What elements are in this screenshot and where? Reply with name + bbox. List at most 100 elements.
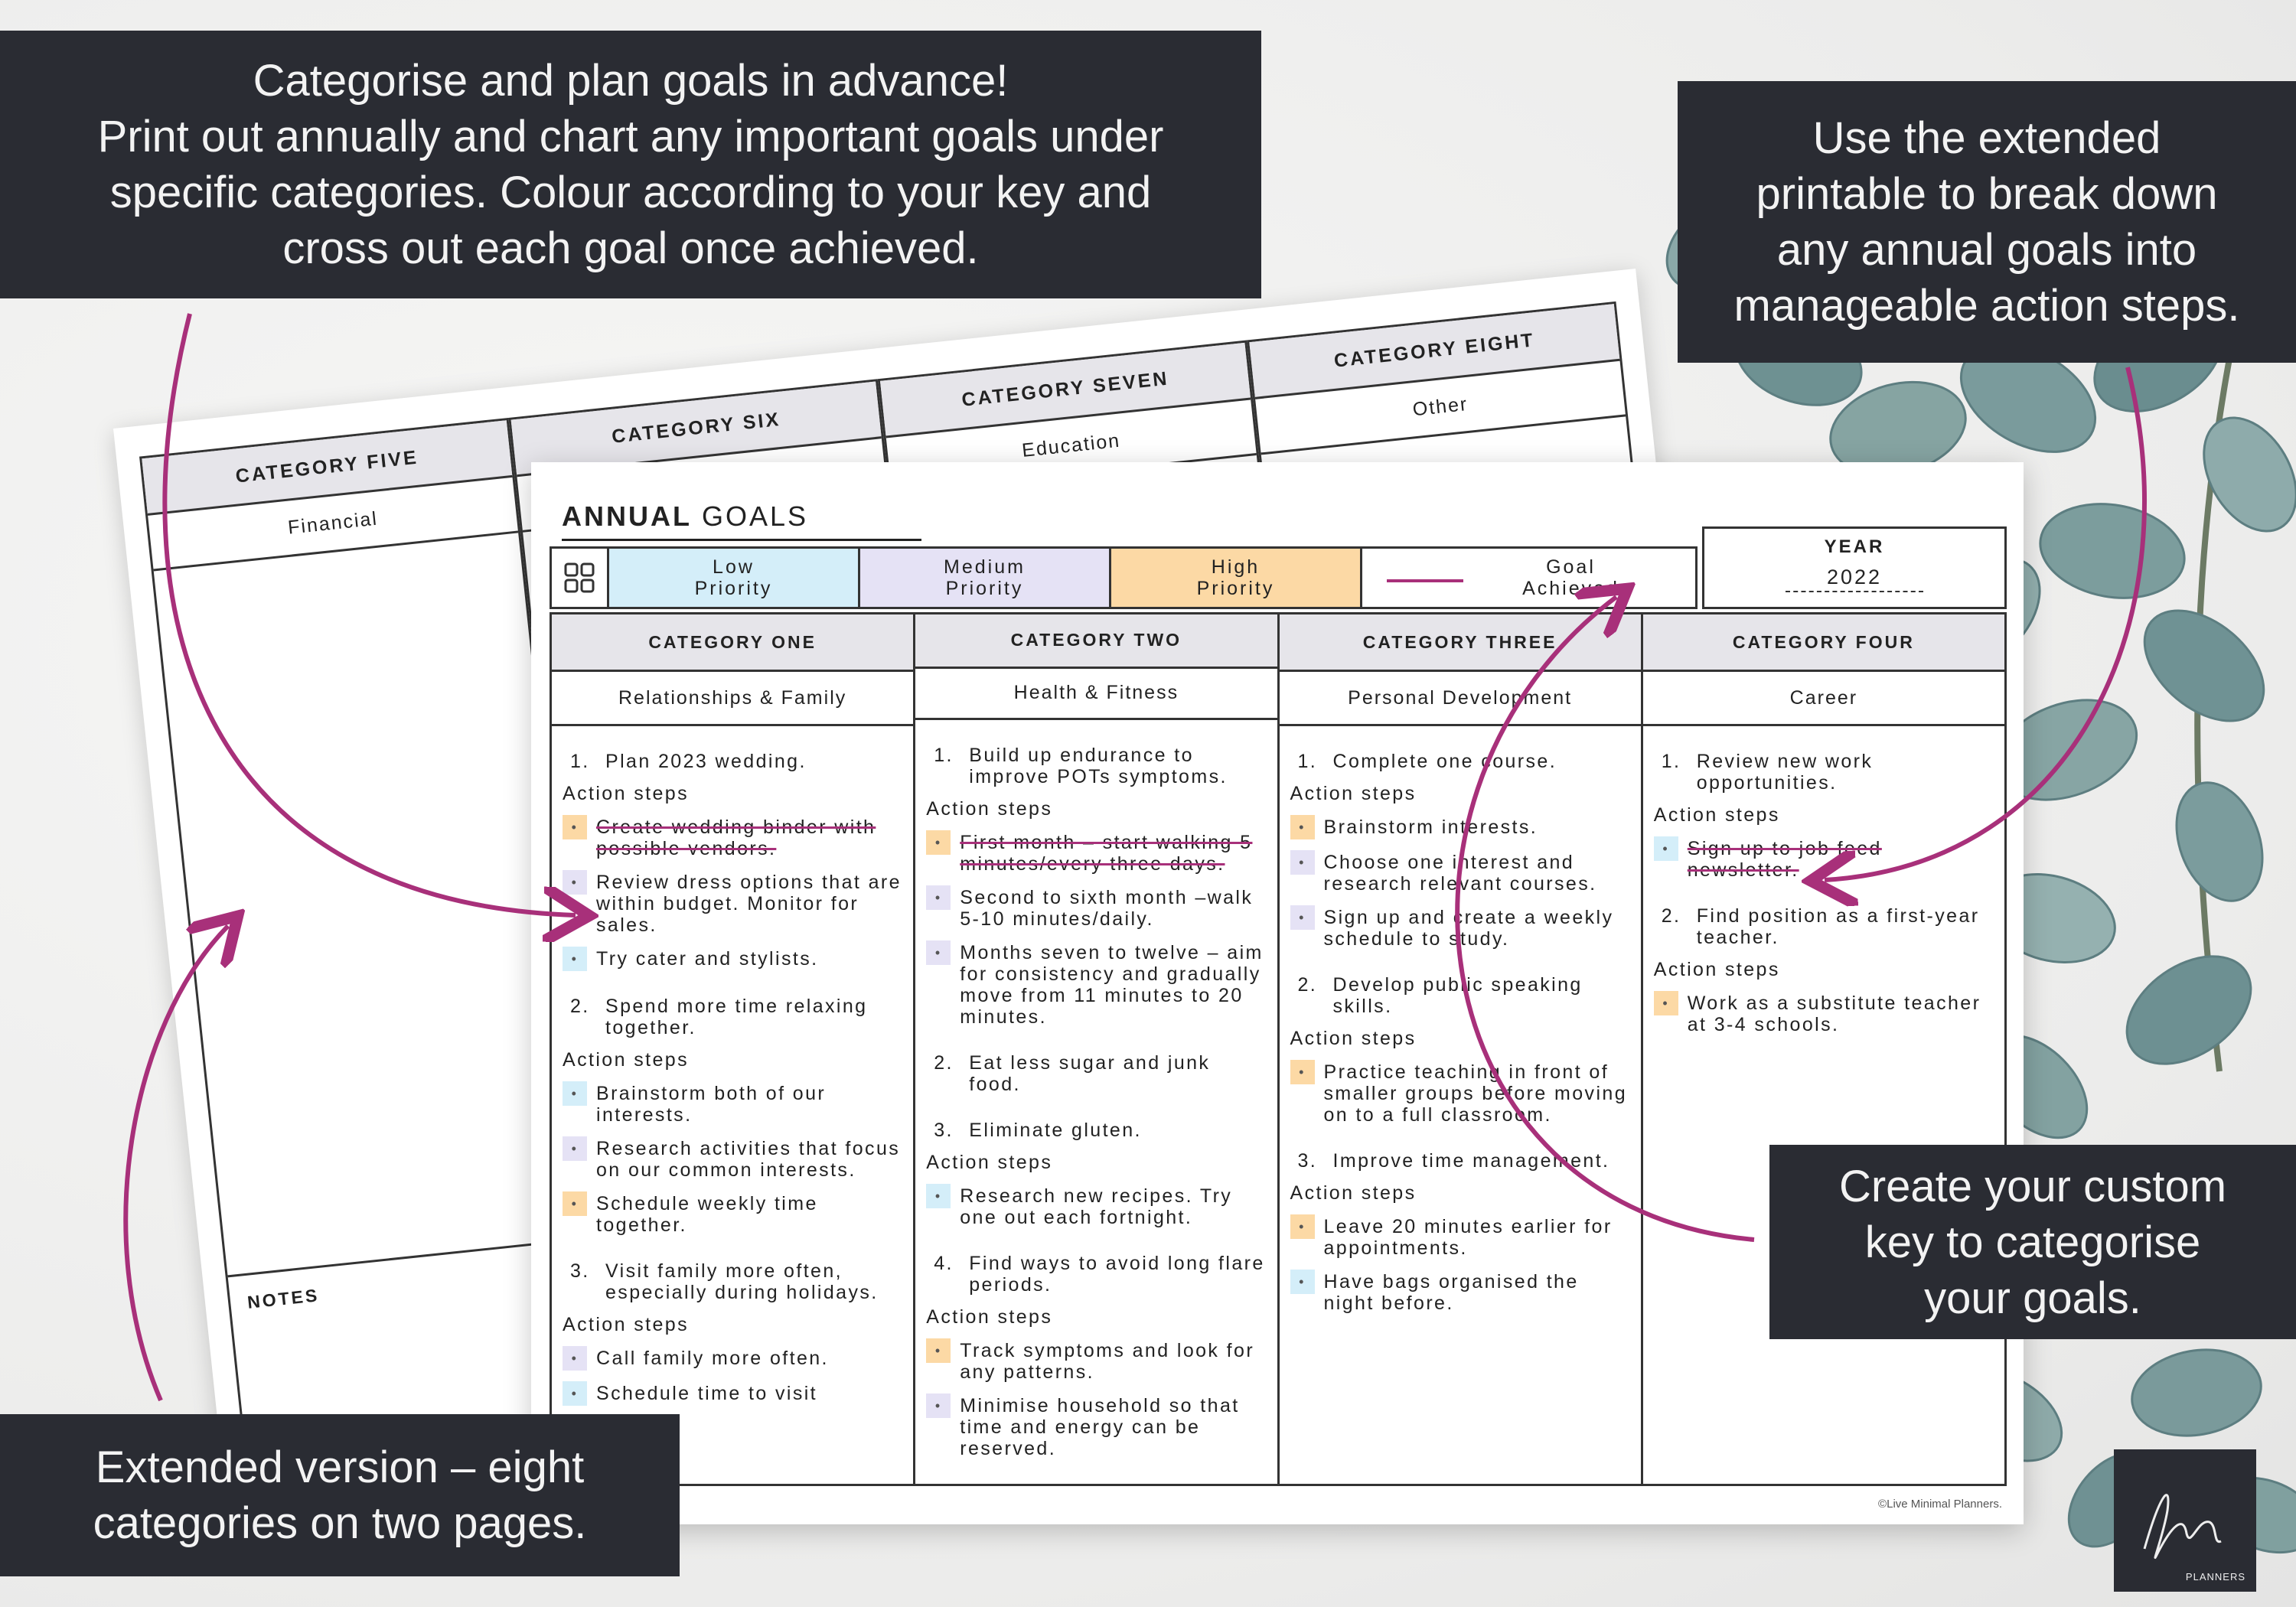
year-underline: [1786, 591, 1923, 592]
goal-block: 1.Complete one course.Action steps•Brain…: [1290, 751, 1630, 950]
category-subtitle: Career: [1642, 672, 2004, 726]
annual-goals-sheet: ANNUAL GOALS Low Priority Medium Priorit…: [531, 462, 2024, 1524]
goal-number: 1.: [570, 751, 590, 772]
goal-text: Find position as a first-year teacher.: [1696, 905, 1980, 948]
signature-icon: [2143, 1494, 2222, 1560]
priority-marker-icon: •: [563, 1191, 587, 1216]
key-goal-achieved: Goal Achieved: [1362, 549, 1695, 607]
category-header: CATEGORY FOUR: [1642, 614, 2004, 672]
goal-item: 2.Spend more time relaxing together.: [563, 996, 902, 1038]
action-step: •First month – start walking 5 minutes/e…: [926, 830, 1266, 875]
action-step: •Review dress options that are within bu…: [563, 870, 902, 936]
year-value: 2022: [1826, 566, 1883, 588]
action-step-text: Schedule time to visit: [596, 1383, 818, 1404]
category-header: CATEGORY TWO: [915, 614, 1277, 669]
priority-marker-icon: •: [1290, 815, 1315, 839]
priority-marker-icon: •: [563, 1381, 587, 1406]
goal-text: Visit family more often, especially duri…: [605, 1260, 879, 1303]
goal-number: 3.: [1297, 1150, 1318, 1172]
category-body: 1. Plan 2023 wedding. Action steps •Create …: [552, 726, 913, 1430]
action-step: •Work as a substitute teacher at 3-4 sch…: [1653, 991, 1994, 1035]
goal-item: 2.Find position as a first-year teacher.: [1654, 905, 1994, 948]
action-step: • Minimise household so that time and ene…: [926, 1393, 1266, 1459]
brand-logo: PLANNERS: [2114, 1449, 2256, 1592]
action-step-text: Track symptoms and look for any patterns…: [960, 1340, 1255, 1383]
priority-marker-icon: •: [563, 1346, 587, 1371]
goal-block: 3.Improve time management.Action steps•L…: [1290, 1150, 1630, 1314]
action-step: •Schedule weekly time together.: [563, 1191, 902, 1236]
goal-number: 2.: [1297, 974, 1318, 996]
key-medium-priority: Medium Priority: [860, 549, 1111, 607]
priority-marker-icon: •: [926, 885, 951, 910]
key-goal-label: Goal Achieved: [1522, 556, 1619, 599]
key-high-priority: High Priority: [1111, 549, 1362, 607]
priority-marker-icon: •: [1653, 836, 1678, 861]
goal-block: 1.Review new work opportunities.Action s…: [1653, 751, 1994, 881]
goal-item: 2.Eat less sugar and junk food.: [926, 1052, 1266, 1095]
goal-number: 1.: [1661, 751, 1681, 772]
callout-categorise: Categorise and plan goals in advance! Pr…: [0, 31, 1261, 298]
copyright: ©Live Minimal Planners.: [1878, 1498, 2002, 1511]
goal-block: 1.Build up endurance to improve POTs sym…: [926, 745, 1266, 1028]
goal-item: 1. Review new work opportunities.: [1654, 751, 1994, 794]
goal-text: Eliminate gluten.: [969, 1120, 1142, 1141]
sheet-title: ANNUAL GOALS: [562, 500, 808, 533]
action-step: •Research activities that focus on our c…: [563, 1136, 902, 1181]
category-subtitle: Relationships & Family: [552, 672, 914, 726]
action-step: •Brainstorm both of our interests.: [563, 1081, 902, 1126]
goal-text: Eat less sugar and junk food.: [969, 1052, 1211, 1095]
action-step: •Leave 20 minutes earlier for appointmen…: [1290, 1214, 1630, 1259]
priority-marker-icon: •: [926, 830, 951, 855]
priority-key: Low Priority Medium Priority High Priori…: [550, 546, 1698, 609]
action-step-text: Sign up to job feed newsletter.: [1687, 838, 1882, 881]
action-step-text: Brainstorm interests.: [1323, 817, 1538, 838]
action-step: • Brainstorm interests.: [1290, 815, 1630, 839]
callout-extended-printable: Use the extended printable to break down…: [1678, 81, 2296, 363]
goal-item: 3.Eliminate gluten.: [926, 1120, 1266, 1141]
priority-marker-icon: •: [1290, 850, 1315, 875]
priority-marker-icon: •: [926, 1338, 951, 1363]
category-body: 1.Build up endurance to improve POTs sym…: [915, 720, 1277, 1484]
action-steps-label: Action steps: [563, 1314, 689, 1335]
action-step-text: Have bags organised the night before.: [1323, 1271, 1579, 1314]
goal-block: 1. Plan 2023 wedding. Action steps •Create …: [563, 751, 902, 971]
goal-block: 2.Develop public speaking skills. Action …: [1290, 974, 1630, 1126]
action-step: •Call family more often.: [563, 1346, 902, 1371]
priority-marker-icon: •: [926, 1184, 951, 1208]
goal-number: 1.: [1297, 751, 1318, 772]
category-body: 1.Complete one course.Action steps•Brain…: [1280, 726, 1641, 1338]
action-step-text: Minimise household so that time and ener…: [960, 1395, 1240, 1459]
action-step: •Try cater and stylists.: [563, 947, 902, 971]
title-bold: ANNUAL: [562, 500, 692, 532]
goal-item: 2.Develop public speaking skills.: [1290, 974, 1630, 1017]
action-step: •Practice teaching in front of smaller g…: [1290, 1060, 1630, 1126]
action-step: • Sign up to job feed newsletter.: [1653, 836, 1994, 881]
goal-item: 1. Plan 2023 wedding.: [563, 751, 902, 772]
goal-item: 3.Improve time management.: [1290, 1150, 1630, 1172]
title-rest: GOALS: [691, 500, 809, 532]
goal-block: 3.Visit family more often, especially du…: [563, 1260, 902, 1406]
year-label: YEAR: [1824, 536, 1885, 557]
goal-text: Find ways to avoid long flare periods.: [969, 1253, 1265, 1296]
action-step-text: Months seven to twelve – aim for consist…: [960, 942, 1264, 1028]
action-steps-label: Action steps: [563, 783, 689, 804]
priority-marker-icon: •: [926, 1393, 951, 1418]
priority-marker-icon: •: [563, 815, 587, 839]
action-step-text: Brainstorm both of our interests.: [596, 1083, 827, 1126]
priority-marker-icon: •: [1653, 991, 1678, 1015]
logo-text: PLANNERS: [2185, 1571, 2245, 1583]
goal-text: Review new work opportunities.: [1696, 751, 1874, 794]
action-steps-label: Action steps: [1290, 1028, 1417, 1049]
key-low-priority: Low Priority: [609, 549, 860, 607]
action-step: •Create wedding binder with possible ven…: [563, 815, 902, 859]
goal-item: 4.Find ways to avoid long flare periods.: [926, 1253, 1266, 1296]
goal-number: 2.: [570, 996, 590, 1017]
goal-text: Build up endurance to improve POTs sympt…: [969, 745, 1228, 787]
category-body: 1.Review new work opportunities.Action s…: [1643, 726, 2004, 1060]
goal-item: 1.Build up endurance to improve POTs sym…: [926, 745, 1266, 787]
goal-text: Plan 2023 wedding.: [605, 751, 807, 772]
category-header: CATEGORY THREE: [1279, 614, 1641, 672]
priority-marker-icon: •: [563, 947, 587, 971]
